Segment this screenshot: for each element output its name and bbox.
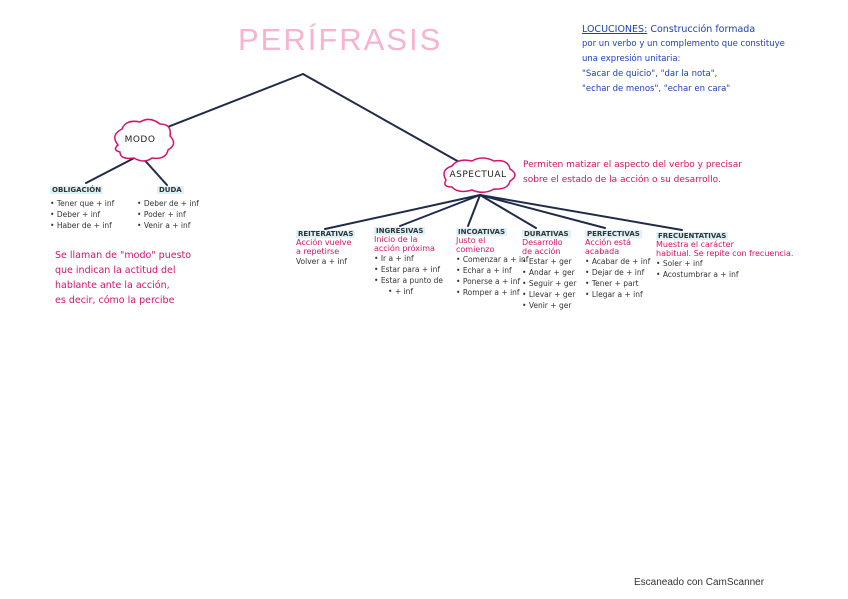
edge-modo-obligacion — [85, 154, 141, 184]
locuciones-note: LOCUCIONES: Construcción formada por un … — [582, 22, 837, 97]
list-item: Estar a punto de — [374, 275, 452, 286]
branch-heading: REITERATIVAS — [296, 230, 356, 238]
locuciones-line: una expresión unitaria: — [582, 54, 681, 64]
edge-root-modo — [159, 73, 304, 131]
branch-heading: PERFECTIVAS — [585, 230, 642, 238]
branch-desc: Acción vuelve — [296, 238, 352, 247]
list-item: Ponerse a + inf — [456, 276, 522, 287]
aspectual-label: ASPECTUAL — [449, 170, 507, 180]
list-item: Romper a + inf — [456, 287, 522, 298]
branch-desc: Inicio de la — [374, 235, 418, 244]
modo-cloud — [114, 118, 175, 162]
branch-desc: comienzo — [456, 245, 495, 254]
locuciones-heading: LOCUCIONES: — [582, 24, 648, 35]
branch-heading: INCOATIVAS — [456, 228, 508, 236]
edge-aspectual-durativas — [479, 194, 537, 229]
list-item: Llevar + ger — [522, 289, 582, 300]
branch-desc: Justo el — [456, 236, 486, 245]
branch-desc: habitual. Se repite con frecuencia. — [656, 249, 794, 258]
branch-duda: DUDA Deber de + inf Poder + inf Venir a … — [137, 186, 199, 231]
branch-desc: Desarrollo — [522, 238, 563, 247]
branch-heading: DUDA — [157, 186, 184, 194]
list-item: Estar + ger — [522, 256, 582, 267]
modo-note: Se llaman de "modo" puesto que indican l… — [55, 248, 215, 308]
list-item: Seguir + ger — [522, 278, 582, 289]
list-item-continued: + inf — [374, 286, 452, 297]
edge-aspectual-ingresivas — [399, 194, 481, 227]
modo-note-line: que indican la actitud del — [55, 265, 176, 276]
page-title: PERÍFRASIS — [238, 22, 443, 57]
list-item: Echar a + inf — [456, 265, 522, 276]
branch-heading: OBLIGACIÓN — [50, 186, 104, 194]
list-item: Dejar de + inf — [585, 267, 653, 278]
scanner-footer: Escaneado con CamScanner — [634, 577, 765, 588]
list-item: Estar para + inf — [374, 264, 452, 275]
modo-label: MODO — [124, 135, 156, 145]
branch-desc: a repetirse — [296, 247, 340, 256]
branch-desc: de acción — [522, 247, 561, 256]
list-item: Deber de + inf — [137, 198, 199, 209]
branch-heading: FRECUENTATIVAS — [656, 232, 729, 240]
modo-note-line: hablante ante la acción, — [55, 280, 170, 291]
modo-note-line: Se llaman de "modo" puesto — [55, 250, 192, 261]
list-item: Ir a + inf — [374, 253, 452, 264]
branch-heading: INGRESIVAS — [374, 227, 426, 235]
modo-note-line: es decir, cómo la percibe — [55, 295, 175, 306]
list-item: Tener + part — [585, 278, 653, 289]
aspectual-cloud — [443, 157, 516, 193]
list-item: Tener que + inf — [50, 198, 114, 209]
list-item: Acostumbrar a + inf — [656, 269, 806, 280]
list-item: Haber de + inf — [50, 220, 114, 231]
branch-heading: DURATIVAS — [522, 230, 571, 238]
branch-desc: Muestra el carácter — [656, 240, 734, 249]
branch-desc: acabada — [585, 247, 620, 256]
edge-aspectual-perfectivas — [479, 194, 606, 229]
locuciones-line: por un verbo y un complemento que consti… — [582, 39, 785, 49]
edge-aspectual-frecuentativas — [479, 194, 683, 231]
list-item: Llegar a + inf — [585, 289, 653, 300]
branch-desc: acción próxima — [374, 244, 435, 253]
aspectual-note-line: sobre el estado de la acción o su desarr… — [523, 175, 721, 185]
list-item: Deber + inf — [50, 209, 114, 220]
list-item: Venir + ger — [522, 300, 582, 311]
list-item: Poder + inf — [137, 209, 199, 220]
locuciones-line: Construcción formada — [650, 24, 756, 35]
aspectual-note-line: Permiten matizar el aspecto del verbo y … — [523, 160, 742, 170]
edge-aspectual-incoativas — [467, 194, 481, 227]
list-item: Venir a + inf — [137, 220, 199, 231]
list-item: Andar + ger — [522, 267, 582, 278]
list-item: Volver a + inf — [296, 257, 347, 266]
edge-aspectual-reiterativas — [324, 194, 481, 230]
list-item: Acabar de + inf — [585, 256, 653, 267]
locuciones-line: "Sacar de quicio", "dar la nota", — [582, 69, 718, 79]
aspectual-note: Permiten matizar el aspecto del verbo y … — [523, 158, 823, 188]
locuciones-line: "echar de menos", "echar en cara" — [582, 84, 731, 94]
branch-obligacion: OBLIGACIÓN Tener que + inf Deber + inf H… — [50, 186, 114, 231]
edge-root-aspectual — [302, 73, 469, 168]
list-item: Soler + inf — [656, 258, 806, 269]
list-item: Comenzar a + inf — [456, 254, 529, 265]
branch-desc: Acción está — [585, 238, 631, 247]
